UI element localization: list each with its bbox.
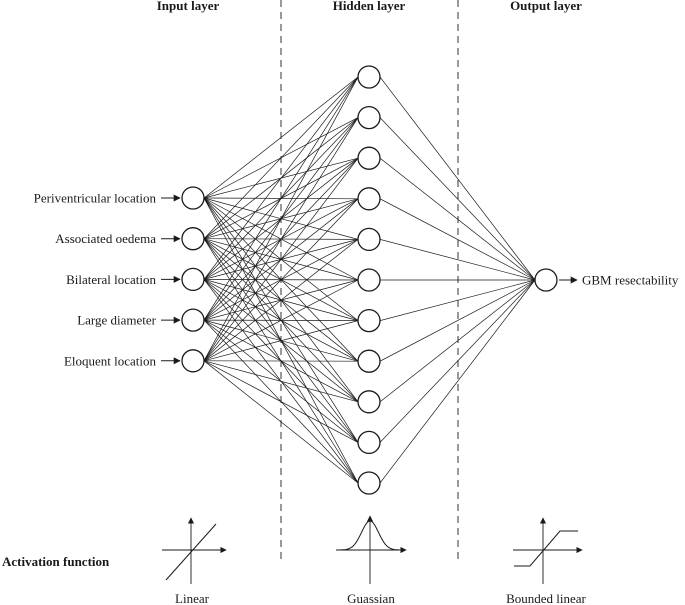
edge-input-4-hidden-1 <box>203 76 359 321</box>
edge-input-3-hidden-1 <box>203 76 359 280</box>
hidden-node-5 <box>357 227 381 252</box>
hidden-node-7 <box>357 308 381 333</box>
input-layer-nodes <box>181 186 205 373</box>
edges-input-hidden <box>203 76 359 484</box>
input-layer-header: Input layer <box>157 0 220 13</box>
edge-input-5-hidden-10 <box>203 360 359 443</box>
input-label-2: Associated oedema <box>55 231 156 246</box>
hidden-node-1 <box>357 65 381 89</box>
edge-input-5-hidden-9 <box>203 360 359 403</box>
input-label-5: Eloquent location <box>64 353 157 368</box>
edge-input-5-hidden-1 <box>203 76 359 361</box>
bounded-linear-activation-label: Bounded linear <box>506 591 586 605</box>
edges-hidden-output <box>379 76 536 484</box>
edge-hidden-9-output <box>379 279 536 403</box>
edge-input-1-hidden-1 <box>203 76 359 199</box>
bounded-linear-activation-icon <box>513 517 583 584</box>
edge-hidden-8-output <box>379 279 536 362</box>
hidden-node-3 <box>357 146 381 170</box>
edge-input-5-hidden-11 <box>203 360 359 484</box>
edge-input-5-hidden-5 <box>203 239 359 362</box>
hidden-node-9 <box>357 390 381 414</box>
edge-input-5-hidden-6 <box>203 279 359 362</box>
activation-function-title: Activation function <box>2 554 110 569</box>
input-node-2 <box>181 227 205 251</box>
output-label: GBM resectability <box>582 273 679 288</box>
input-node-1 <box>181 186 205 210</box>
edge-hidden-10-output <box>379 279 536 443</box>
edge-hidden-4-output <box>379 198 536 281</box>
edge-hidden-2-output <box>379 117 536 281</box>
edge-hidden-7-output <box>379 279 536 321</box>
edge-input-5-hidden-4 <box>203 198 359 362</box>
linear-activation-icon <box>162 517 227 584</box>
edge-hidden-3-output <box>379 157 536 281</box>
hidden-node-4 <box>357 187 381 211</box>
input-label-4: Large diameter <box>77 313 156 328</box>
hidden-layer-header: Hidden layer <box>333 0 406 13</box>
linear-activation-label: Linear <box>175 591 210 605</box>
output-layer-nodes <box>534 268 558 292</box>
edge-input-5-hidden-3 <box>203 157 359 362</box>
input-node-4 <box>181 308 205 332</box>
edge-input-5-hidden-2 <box>203 117 359 361</box>
edge-hidden-5-output <box>379 239 536 281</box>
edge-hidden-1-output <box>379 76 536 281</box>
output-layer-header: Output layer <box>510 0 582 13</box>
edge-hidden-11-output <box>379 279 536 484</box>
input-node-5 <box>181 349 205 373</box>
gaussian-activation-label: Guassian <box>347 591 395 605</box>
output-node <box>534 268 558 292</box>
input-label-3: Bilateral location <box>66 272 156 287</box>
hidden-node-6 <box>357 268 381 292</box>
hidden-layer-nodes <box>357 65 381 495</box>
hidden-node-8 <box>357 349 381 373</box>
input-node-3 <box>181 267 205 292</box>
edge-input-5-hidden-7 <box>203 320 359 362</box>
input-label-1: Periventricular location <box>34 191 157 206</box>
hidden-node-11 <box>357 471 381 495</box>
hidden-node-2 <box>357 105 381 130</box>
hidden-node-10 <box>357 430 381 455</box>
edge-input-2-hidden-1 <box>203 76 359 239</box>
gaussian-activation-icon <box>336 515 407 584</box>
